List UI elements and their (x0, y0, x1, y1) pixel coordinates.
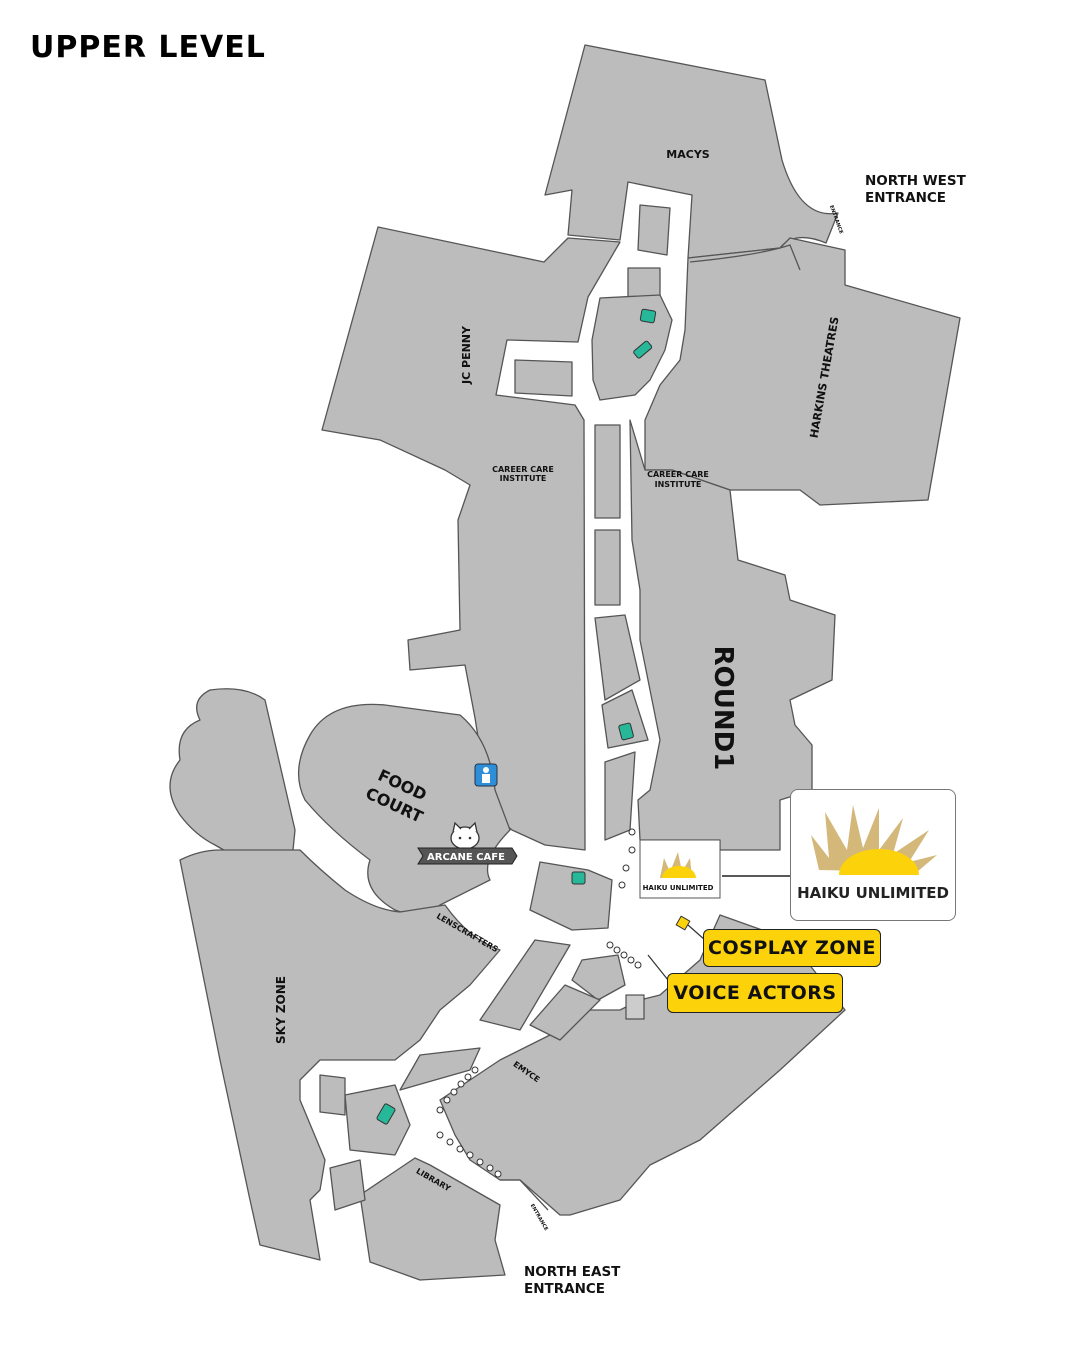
label-career-left-2: INSTITUTE (500, 474, 547, 483)
store-sky-zone[interactable] (179, 849, 501, 1261)
label-career-right-2: INSTITUTE (655, 480, 702, 489)
arcane-cafe-logo[interactable]: ARCANE CAFE (417, 821, 518, 865)
store-macys[interactable] (544, 44, 839, 259)
label-macys: MACYS (666, 148, 709, 161)
north-east-line-1: NORTH EAST (524, 1264, 621, 1280)
label-jc-penny: JC PENNY (460, 325, 473, 385)
elevator-icon[interactable] (376, 1103, 396, 1125)
voice-actors-tag[interactable]: VOICE ACTORS (667, 973, 843, 1013)
store-library[interactable] (359, 1157, 506, 1281)
cosplay-zone-tag[interactable]: COSPLAY ZONE (703, 929, 881, 967)
seating-row (436, 1131, 502, 1178)
seating-row (606, 941, 642, 969)
elevator-icon[interactable] (571, 871, 586, 885)
north-east-entrance-label: NORTH EAST ENTRANCE (524, 1264, 620, 1298)
label-round1: ROUND1 (708, 646, 738, 771)
haiku-booth[interactable]: HAIKU UNLIMITED (639, 839, 721, 899)
restroom-icon[interactable] (474, 763, 498, 787)
sponsor-name: HAIKU UNLIMITED (797, 884, 949, 902)
label-sky-zone: SKY ZONE (274, 976, 288, 1044)
north-west-line-2: ENTRANCE (865, 190, 946, 206)
seating-row (436, 1066, 479, 1114)
elevator-icon[interactable] (639, 308, 657, 324)
label-career-right-1: CAREER CARE (647, 470, 709, 479)
label-arcane-cafe: ARCANE CAFE (427, 852, 505, 863)
north-east-line-2: ENTRANCE (524, 1281, 605, 1297)
label-haiku-small: HAIKU UNLIMITED (643, 884, 714, 892)
seating-row (618, 828, 636, 889)
sun-logo-icon: HAIKU UNLIMITED (797, 805, 949, 902)
store-harkins-theatres[interactable] (644, 237, 961, 506)
cat-mascot-icon (450, 821, 480, 850)
cosplay-marker[interactable] (675, 915, 691, 931)
page-title: UPPER LEVEL (30, 30, 266, 65)
label-career-left-1: CAREER CARE (492, 465, 554, 474)
kiosk (625, 994, 645, 1020)
store-jc-penny[interactable] (321, 226, 621, 851)
north-west-entrance-label: NORTH WEST ENTRANCE (865, 173, 966, 207)
elevator-icon[interactable] (618, 722, 634, 741)
haiku-unlimited-sponsor-box[interactable]: HAIKU UNLIMITED (790, 789, 956, 921)
elevator-icon[interactable] (633, 340, 653, 359)
north-west-line-1: NORTH WEST (865, 173, 966, 189)
sun-logo-icon (660, 852, 696, 878)
